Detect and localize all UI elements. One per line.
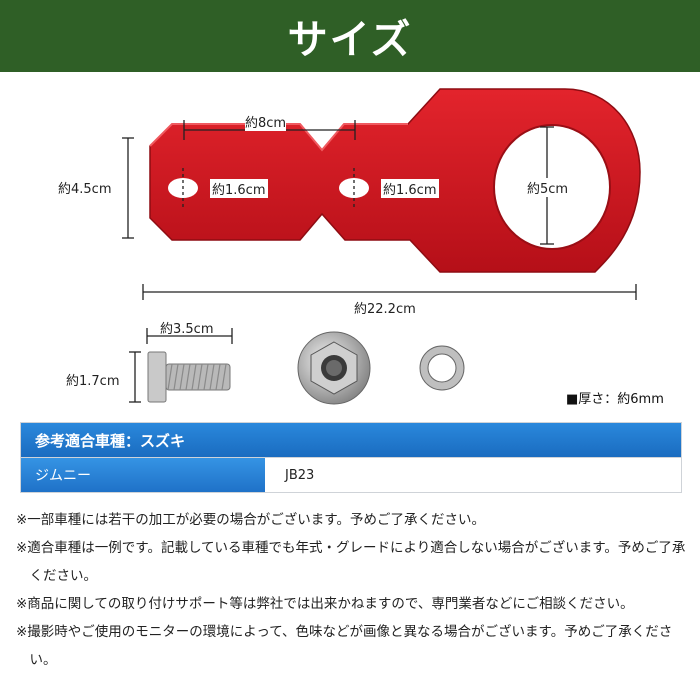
total-width-label: 約22.2cm: [354, 302, 416, 317]
note-item: ※商品に関しての取り付けサポート等は弊社では出来かねますので、専門業者などにご相…: [16, 596, 634, 612]
bolt-height-label: 約1.7cm: [66, 374, 120, 389]
notes-list: ※一部車種には若干の加工が必要の場合がございます。予めご了承ください。 ※適合車…: [16, 506, 688, 674]
dimension-lines: [122, 120, 637, 403]
nut-image: [297, 331, 371, 405]
table-row: ジムニー JB23: [21, 457, 681, 492]
slot-1-label: 約1.6cm: [210, 179, 268, 198]
bolt-length-label: 約3.5cm: [160, 322, 214, 337]
title-banner: サイズ: [0, 0, 700, 72]
note-item: ※一部車種には若干の加工が必要の場合がございます。予めご了承ください。: [16, 512, 485, 528]
compatibility-table: 参考適合車種：スズキ ジムニー JB23: [20, 422, 682, 493]
plate-height-label: 約4.5cm: [58, 178, 112, 197]
ring-inner-label: 約5cm: [527, 178, 569, 197]
product-dimension-diagram: 約8cm 約4.5cm 約1.6cm 約1.6cm 約5cm 約22.2cm 約…: [0, 72, 700, 417]
note-item: ※適合車種は一例です。記載している車種でも年式・グレードにより適合しない場合がご…: [16, 540, 686, 584]
bolt-image: [147, 351, 231, 403]
model-cell: ジムニー: [21, 458, 265, 492]
hole-spacing-label: 約8cm: [245, 112, 287, 131]
code-cell: JB23: [285, 467, 315, 483]
table-header: 参考適合車種：スズキ: [21, 423, 681, 457]
washer-image: [419, 345, 465, 391]
slot-2-label: 約1.6cm: [381, 179, 439, 198]
note-item: ※撮影時やご使用のモニターの環境によって、色味などが画像と異なる場合がございます…: [16, 624, 673, 668]
page-title: サイズ: [287, 17, 413, 63]
thickness-note: ■厚さ：約6mm: [566, 392, 664, 407]
